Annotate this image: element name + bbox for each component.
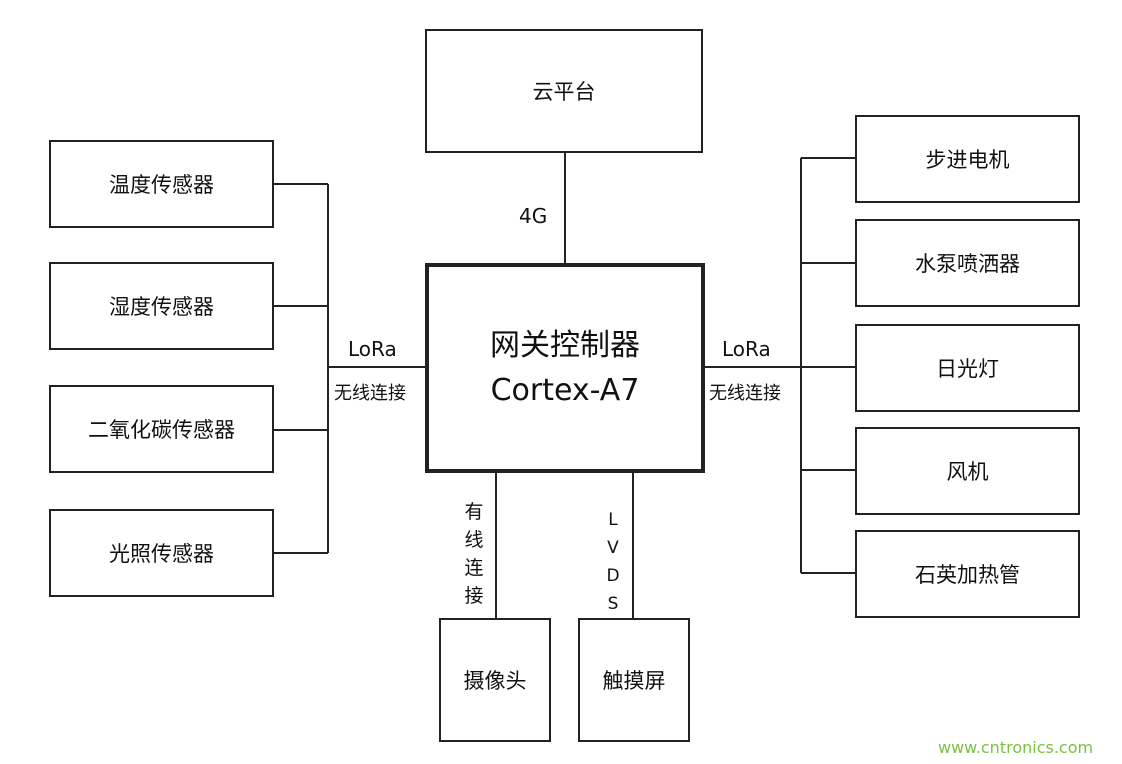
sensor-temperature-box: 温度传感器 xyxy=(49,140,274,228)
right-link-protocol: LoRa xyxy=(722,337,771,361)
actuator-heater-box: 石英加热管 xyxy=(855,530,1080,618)
camera-box: 摄像头 xyxy=(439,618,551,742)
actuator-label: 石英加热管 xyxy=(915,563,1020,587)
actuator-stepper-motor-box: 步进电机 xyxy=(855,115,1080,203)
camera-label: 摄像头 xyxy=(463,669,527,693)
actuator-lamp-box: 日光灯 xyxy=(855,324,1080,412)
actuator-label: 水泵喷洒器 xyxy=(915,252,1020,276)
cloud-platform-label: 云平台 xyxy=(532,80,596,104)
sensor-label: 二氧化碳传感器 xyxy=(88,418,235,442)
sensor-label: 光照传感器 xyxy=(109,542,214,566)
actuator-label: 日光灯 xyxy=(936,357,999,381)
touchscreen-box: 触摸屏 xyxy=(578,618,690,742)
right-link-desc: 无线连接 xyxy=(709,383,781,404)
actuator-fan-box: 风机 xyxy=(855,427,1080,515)
wired-link-label: 有 线 连 接 xyxy=(464,501,484,607)
sensor-light-box: 光照传感器 xyxy=(49,509,274,597)
sensor-label: 湿度传感器 xyxy=(109,295,214,319)
sensor-label: 温度传感器 xyxy=(109,173,214,197)
sensor-co2-box: 二氧化碳传感器 xyxy=(49,385,274,473)
cloud-platform-box: 云平台 xyxy=(425,29,703,153)
left-link-protocol: LoRa xyxy=(348,337,397,361)
gateway-title: 网关控制器 xyxy=(490,328,640,363)
left-link-desc: 无线连接 xyxy=(334,383,406,404)
actuator-water-pump-box: 水泵喷洒器 xyxy=(855,219,1080,307)
touchscreen-label: 触摸屏 xyxy=(602,669,666,693)
gateway-controller-box: 网关控制器 Cortex-A7 xyxy=(425,263,705,473)
sensor-humidity-box: 湿度传感器 xyxy=(49,262,274,350)
actuator-label: 风机 xyxy=(946,460,989,484)
actuator-label: 步进电机 xyxy=(925,148,1010,172)
lvds-link-label: L V D S xyxy=(606,510,620,614)
link-4g-label: 4G xyxy=(519,204,548,228)
gateway-cpu: Cortex-A7 xyxy=(490,373,640,408)
watermark-text: www.cntronics.com xyxy=(938,738,1094,757)
